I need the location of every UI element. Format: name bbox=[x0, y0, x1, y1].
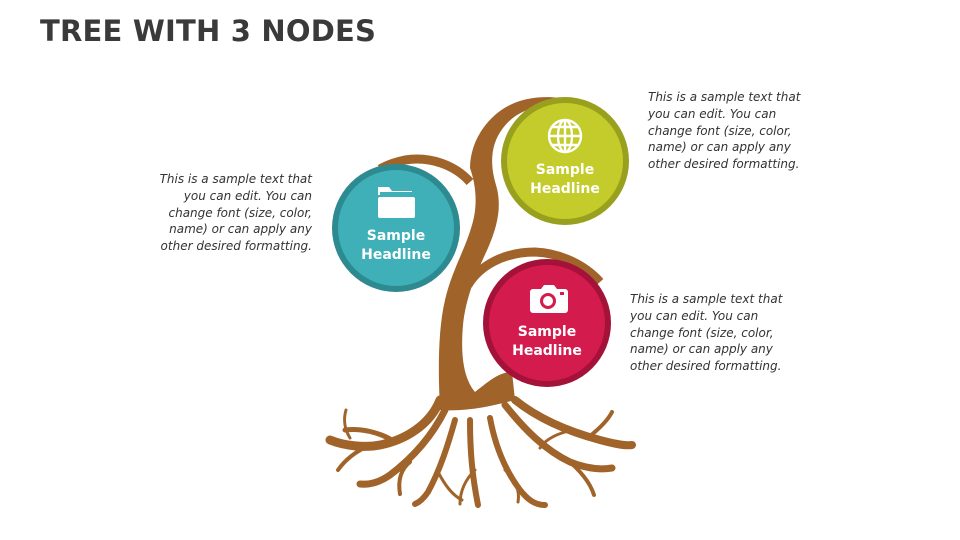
camera-icon bbox=[530, 285, 568, 313]
node-bottom-right-headline-line1: Sample bbox=[487, 323, 607, 342]
desc-line: you can edit. You can bbox=[152, 188, 312, 205]
node-left-headline-line2: Headline bbox=[336, 246, 456, 265]
folder-icon bbox=[378, 187, 415, 218]
desc-line: other desired formatting. bbox=[630, 358, 790, 375]
desc-line: change font (size, color, bbox=[152, 205, 312, 222]
desc-line: change font (size, color, bbox=[630, 325, 790, 342]
node-top-right-headline-line2: Headline bbox=[505, 180, 625, 199]
node-left-headline: Sample Headline bbox=[336, 227, 456, 265]
node-bottom-right-headline: Sample Headline bbox=[487, 323, 607, 361]
desc-line: you can edit. You can bbox=[648, 106, 808, 123]
desc-line: other desired formatting. bbox=[152, 238, 312, 255]
desc-line: you can edit. You can bbox=[630, 308, 790, 325]
node-left-headline-line1: Sample bbox=[336, 227, 456, 246]
node-bottom-right-description: This is a sample text that you can edit.… bbox=[630, 291, 790, 375]
tree-roots bbox=[330, 400, 632, 505]
node-top-right-headline: Sample Headline bbox=[505, 161, 625, 199]
desc-line: name) or can apply any bbox=[152, 221, 312, 238]
node-top-right-description: This is a sample text that you can edit.… bbox=[648, 89, 808, 173]
desc-line: This is a sample text that bbox=[630, 291, 790, 308]
node-top-right-headline-line1: Sample bbox=[505, 161, 625, 180]
desc-line: name) or can apply any bbox=[648, 139, 808, 156]
node-left-description: This is a sample text that you can edit.… bbox=[152, 171, 312, 255]
desc-line: This is a sample text that bbox=[648, 89, 808, 106]
desc-line: other desired formatting. bbox=[648, 156, 808, 173]
node-bottom-right-headline-line2: Headline bbox=[487, 342, 607, 361]
desc-line: name) or can apply any bbox=[630, 341, 790, 358]
desc-line: This is a sample text that bbox=[152, 171, 312, 188]
desc-line: change font (size, color, bbox=[648, 123, 808, 140]
globe-icon bbox=[549, 120, 581, 152]
